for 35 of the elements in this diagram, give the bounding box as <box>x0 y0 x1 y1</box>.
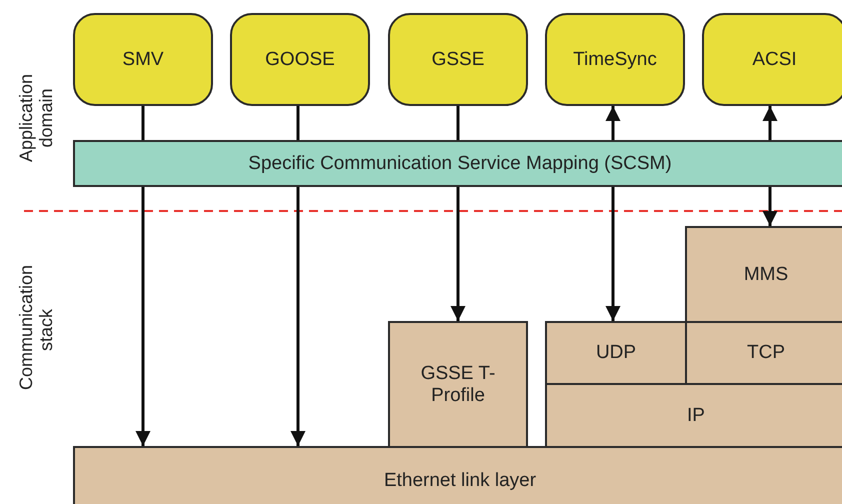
connector-line <box>142 106 144 140</box>
node-label: GSSE <box>432 48 484 70</box>
protocol-layer-box <box>685 321 842 385</box>
connector-line <box>456 106 460 140</box>
protocol-layer-box <box>685 226 842 323</box>
mapping-band <box>73 140 842 187</box>
arrow <box>290 187 306 446</box>
node-label: ACSI <box>752 48 797 70</box>
connector-line <box>296 106 300 140</box>
arrow <box>136 187 150 446</box>
protocol-layer-box <box>545 383 842 448</box>
node-label: GSSE T-Profile <box>420 362 496 406</box>
node-label: MMS <box>744 264 788 286</box>
node-label: UDP <box>596 342 636 364</box>
arrow <box>450 187 466 321</box>
arrow <box>606 187 620 321</box>
arrow <box>762 106 778 140</box>
node-label: Ethernet link layer <box>384 470 536 492</box>
node-label: SMV <box>122 48 164 70</box>
node-label: Specific Communication Service Mapping (SCSM) <box>248 152 672 174</box>
node-label: TCP <box>747 342 785 364</box>
node-label: TimeSync <box>573 48 657 70</box>
service-box <box>702 13 842 106</box>
service-box <box>545 13 685 106</box>
arrow <box>606 106 620 140</box>
service-box <box>230 13 370 106</box>
arrow <box>762 187 778 226</box>
protocol-layer-box <box>388 321 528 448</box>
protocol-layer-box <box>545 321 687 385</box>
node-label: GOOSE <box>265 48 335 70</box>
protocol-layer-box <box>73 446 842 504</box>
node-label: IP <box>687 404 705 426</box>
service-box <box>388 13 528 106</box>
side-label: Application domain <box>16 72 56 164</box>
service-box <box>73 13 213 106</box>
